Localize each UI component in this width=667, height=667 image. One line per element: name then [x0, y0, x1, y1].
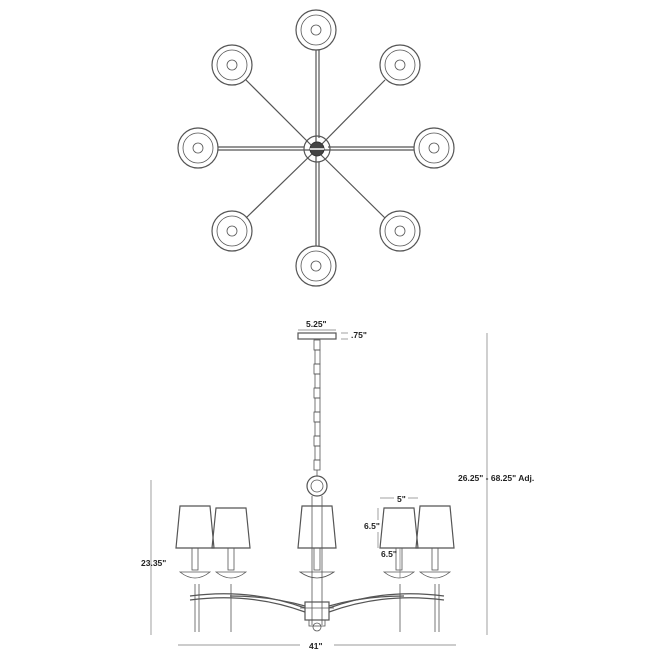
socket-height-label: 6.5": [381, 549, 397, 559]
overall-height-label: 26.25" - 68.25" Adj.: [458, 473, 534, 483]
overall-width-label: 41": [309, 641, 323, 651]
light-4: [379, 507, 419, 632]
side-view: 5.25" .75" 26.25" - 68.25" Adj. 5" 6.5" …: [141, 319, 534, 651]
light-2: [211, 507, 251, 632]
light-3: [297, 505, 337, 579]
shade-width-label: 5": [397, 494, 406, 504]
top-view-cup-e: [413, 127, 455, 169]
center-stem: [311, 496, 323, 625]
top-view-cup-n: [295, 9, 337, 51]
top-view-cup-ne: [379, 44, 421, 86]
canopy: [297, 329, 337, 340]
arms: [189, 593, 445, 613]
light-1: [175, 505, 215, 632]
top-view-cup-w: [177, 127, 219, 169]
chain: [313, 339, 321, 471]
top-view-cup-se: [379, 210, 421, 252]
dimension-lines: [150, 332, 488, 646]
top-view-cup-sw: [211, 210, 253, 252]
body-height-label: 23.35": [141, 558, 166, 568]
top-view-cup-s: [295, 245, 337, 287]
top-view-arms: [218, 50, 414, 246]
center-body: [300, 601, 334, 632]
light-5: [415, 505, 455, 632]
top-view: [177, 9, 455, 287]
shade-height-label: 6.5": [364, 521, 380, 531]
canopy-height-label: .75": [351, 330, 367, 340]
loop-ring: [306, 470, 328, 497]
top-view-hub: [303, 135, 331, 163]
top-view-cup-nw: [211, 44, 253, 86]
canopy-width-label: 5.25": [306, 319, 327, 329]
